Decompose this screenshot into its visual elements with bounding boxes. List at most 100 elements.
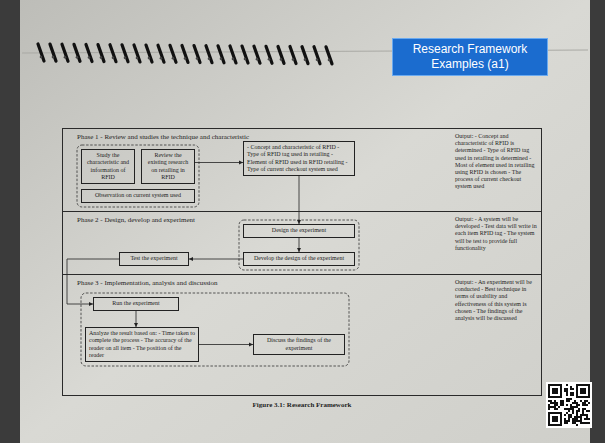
binding-coil — [194, 46, 200, 63]
qr-module — [572, 420, 574, 422]
qr-module — [560, 418, 562, 420]
qr-module — [560, 404, 562, 406]
binding-hole — [244, 58, 247, 61]
qr-module — [556, 408, 558, 410]
qr-module — [548, 416, 550, 418]
arrow-line — [199, 344, 253, 345]
qr-module — [568, 418, 570, 420]
qr-module — [588, 384, 590, 386]
binding-coil — [86, 44, 92, 61]
qr-module — [548, 396, 550, 398]
qr-module — [576, 416, 578, 418]
qr-module — [554, 392, 556, 394]
qr-module — [584, 422, 586, 424]
qr-module — [578, 420, 580, 422]
qr-module — [560, 386, 562, 388]
qr-module — [548, 394, 550, 396]
qr-module — [572, 422, 574, 424]
qr-module — [570, 394, 572, 396]
qr-module — [580, 400, 582, 402]
qr-module — [582, 388, 584, 390]
qr-module — [566, 404, 568, 406]
qr-module — [552, 388, 554, 390]
process-box: - Concept and characteristic of RFID - T… — [243, 141, 355, 176]
qr-module — [572, 388, 574, 390]
qr-module — [584, 402, 586, 404]
qr-module — [582, 404, 584, 406]
qr-module — [560, 412, 562, 414]
binding-hole — [304, 58, 307, 61]
qr-module — [564, 420, 566, 422]
binding-hole — [148, 57, 151, 60]
qr-module — [578, 384, 580, 386]
flow-arrow — [199, 343, 253, 347]
qr-module — [576, 384, 578, 386]
qr-module — [572, 402, 574, 404]
qr-module — [548, 418, 550, 420]
qr-module — [562, 402, 564, 404]
box-text: Test the experiment — [123, 255, 185, 262]
qr-module — [554, 396, 556, 398]
qr-module — [570, 408, 572, 410]
dashed-group — [81, 293, 349, 366]
qr-module — [566, 398, 568, 400]
qr-module — [560, 424, 562, 426]
qr-module — [582, 390, 584, 392]
binding-hole — [256, 58, 259, 61]
qr-module — [578, 404, 580, 406]
qr-module — [584, 396, 586, 398]
qr-module — [568, 398, 570, 400]
qr-module — [554, 424, 556, 426]
qr-module — [556, 384, 558, 386]
qr-module — [568, 410, 570, 412]
qr-module — [586, 396, 588, 398]
qr-module — [548, 384, 550, 386]
qr-module — [554, 404, 556, 406]
box-text: Discuss the findings of the experiment — [257, 337, 341, 351]
binding-coil — [98, 45, 104, 62]
qr-module — [584, 390, 586, 392]
spiral-binding — [38, 44, 332, 64]
qr-module — [580, 390, 582, 392]
qr-module — [580, 392, 582, 394]
qr-module — [552, 384, 554, 386]
box-text: - Concept and characteristic of RFID - T… — [247, 144, 351, 173]
qr-module — [554, 420, 556, 422]
qr-module — [552, 390, 554, 392]
qr-module — [560, 414, 562, 416]
binding-hole — [52, 56, 55, 59]
qr-module — [584, 388, 586, 390]
qr-module — [548, 408, 550, 410]
qr-module — [568, 400, 570, 402]
qr-module — [562, 400, 564, 402]
qr-module — [584, 392, 586, 394]
qr-module — [576, 406, 578, 408]
binding-coil — [218, 46, 224, 63]
phase-heading: Phase 1 - Review and studies the techniq… — [77, 133, 249, 141]
qr-module — [548, 392, 550, 394]
qr-module — [552, 392, 554, 394]
qr-module — [558, 396, 560, 398]
qr-module — [554, 400, 556, 402]
qr-module — [560, 396, 562, 398]
qr-module — [552, 406, 554, 408]
binding-coil — [182, 45, 188, 62]
binding-coil — [62, 44, 68, 61]
qr-module — [558, 412, 560, 414]
qr-module — [548, 404, 550, 406]
output-text: Output: - A system will be developed - T… — [455, 216, 539, 252]
qr-module — [572, 412, 574, 414]
qr-module — [560, 394, 562, 396]
qr-module — [580, 422, 582, 424]
binding-coil — [134, 45, 140, 62]
qr-module — [560, 384, 562, 386]
qr-module — [588, 392, 590, 394]
qr-module — [576, 394, 578, 396]
qr-module — [554, 412, 556, 414]
binding-hole — [232, 58, 235, 61]
qr-module — [566, 384, 568, 386]
qr-module — [556, 402, 558, 404]
qr-module — [554, 418, 556, 420]
flow-arrow — [134, 311, 138, 327]
